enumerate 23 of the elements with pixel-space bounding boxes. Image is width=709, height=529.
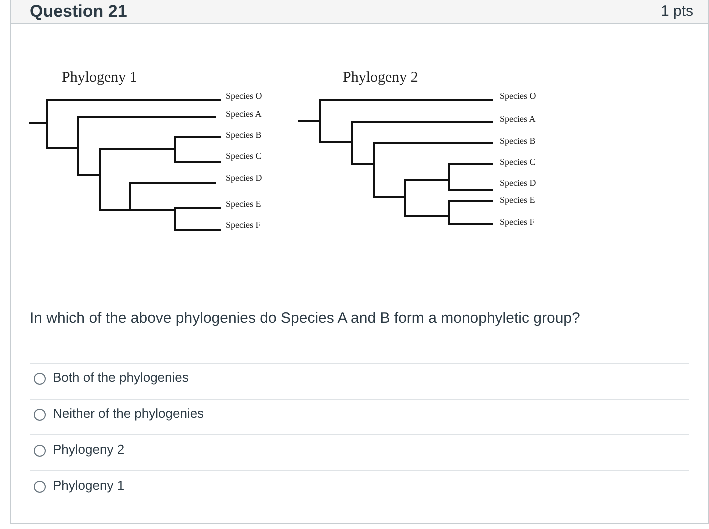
species-label: Species E — [226, 199, 262, 210]
answer-option-text: Phylogeny 1 — [53, 479, 125, 494]
species-label: Species F — [500, 217, 535, 228]
species-label: Species F — [226, 220, 261, 230]
species-label: Species A — [226, 109, 262, 120]
answer-option-text: Both of the phylogenies — [53, 371, 189, 386]
tree-title: Phylogeny 1 — [62, 70, 138, 88]
answer-option-text: Phylogeny 2 — [53, 443, 125, 458]
question-title: Question 21 — [30, 2, 128, 22]
species-label: Species A — [500, 114, 536, 124]
species-label: Species B — [226, 130, 262, 140]
species-label: Species E — [500, 195, 536, 206]
species-label: Species D — [500, 178, 536, 188]
points-label: 1 pts — [661, 3, 694, 20]
species-label: Species O — [226, 91, 262, 102]
species-label: Species D — [226, 173, 262, 184]
answer-option-text: Neither of the phylogenies — [53, 407, 204, 422]
species-label: Species O — [500, 91, 536, 102]
species-label: Species B — [500, 136, 536, 146]
species-label: Species C — [226, 151, 262, 162]
tree-title: Phylogeny 2 — [343, 70, 418, 88]
species-label: Species C — [500, 157, 536, 168]
question-text: In which of the above phylogenies do Species A and B form a monophyletic group? — [30, 310, 580, 328]
